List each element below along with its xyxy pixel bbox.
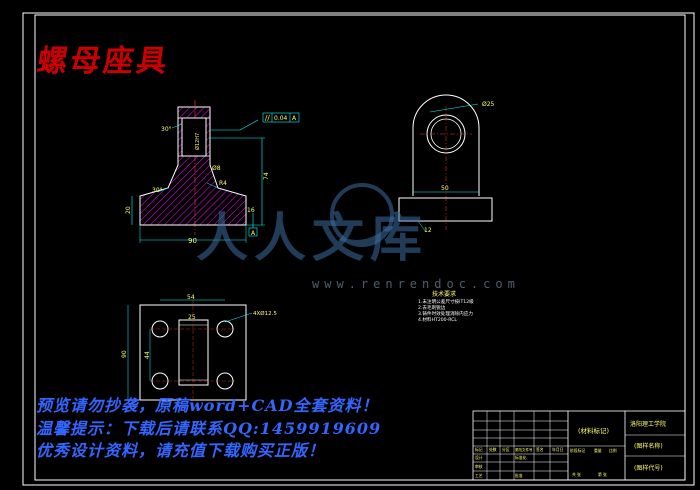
tb-label-4: 签名: [536, 447, 544, 452]
tol-datum: A: [292, 115, 297, 122]
tb-material: (材料标记): [578, 426, 609, 435]
tb-row4-0: 工艺: [475, 473, 483, 478]
tech-notes-title: 技术要求: [432, 291, 457, 298]
dim-side-base-note: 12: [424, 227, 432, 234]
tech-note-3: 3.铸件时效处理消除内应力: [418, 312, 473, 317]
datum-letter: A: [251, 230, 256, 237]
dim-top-height: 90: [121, 350, 128, 358]
tb-label-1: 处数: [489, 447, 497, 452]
tb-part-code: (图样代号): [634, 464, 663, 472]
tech-note-2: 2.去毛刺锐边: [418, 306, 446, 311]
promo-line-3: 优秀设计资料，请充值下载购买正版！: [36, 441, 326, 460]
side-base: [398, 197, 493, 222]
tb-label-0: 标记: [475, 447, 483, 452]
tolerance-frame: // 0.04 A: [262, 112, 300, 123]
tb-row4-2: 共 张: [572, 472, 581, 477]
front-view[interactable]: // 0.04 A A 30° Ø12H7 Ø8 R4 74 30° 20 90…: [125, 100, 300, 245]
dim-top-span: 54: [187, 294, 195, 301]
promo-line-1: 预览请勿抄袭，原稿word+CAD全套资料！: [36, 396, 379, 415]
dim-height: 74: [263, 172, 270, 180]
watermark-url: www.renrendoc.com: [312, 277, 520, 291]
tb-part-name: (图样名称): [634, 442, 663, 450]
outer-border: [22, 12, 695, 486]
dim-fillet: R4: [219, 180, 227, 187]
dim-side-width: 50: [441, 185, 449, 192]
dim-base-note: 16: [247, 207, 255, 214]
dim-top-inner: 44: [144, 351, 151, 359]
promo-line-2: 温馨提示：下载后请联系QQ:1459919609: [36, 419, 382, 438]
tol-symbol: //: [265, 114, 270, 122]
dim-inner-hole: Ø12H7: [194, 133, 201, 150]
tb-row2-1: 标准化: [515, 455, 527, 460]
dim-side-dia: Ø25: [482, 101, 495, 108]
tb-school: 洛阳理工学院: [630, 420, 666, 428]
dim-top-holes: 4XØ12.5: [253, 310, 277, 317]
tech-note-1: 1.未注明公差尺寸按IT12级: [418, 300, 474, 305]
top-slot: [178, 319, 209, 386]
tb-row2-3: 重量: [594, 448, 602, 453]
tb-row3-0: 审核: [475, 464, 483, 469]
watermark-logo: [330, 183, 394, 247]
drawing-title: 螺母座具: [35, 44, 172, 79]
tb-label-5: 年月日: [552, 447, 564, 452]
tb-row4-1: 批准: [515, 473, 523, 478]
tb-label-3: 更改文件号: [515, 447, 533, 452]
dim-base-width: 90: [188, 237, 197, 245]
dim-base-height: 20: [125, 206, 132, 214]
dim-angle-bottom: 30°: [152, 187, 163, 194]
title-block[interactable]: (材料标记) 洛阳理工学院 (图样名称) (图样代号) 标记 处数 分区 更改文…: [472, 410, 686, 481]
tech-notes: 技术要求 1.未注明公差尺寸按IT12级 2.去毛刺锐边 3.铸件时效处理消除内…: [418, 292, 474, 324]
dim-angle-top: 30°: [161, 126, 172, 133]
tech-note-4: 4.材料HT200-RCL: [418, 318, 457, 323]
dim-side-width: Ø8: [212, 165, 221, 172]
tb-row2-0: 设计: [475, 455, 483, 460]
dim-top-slot: 25: [188, 314, 196, 321]
tol-value: 0.04: [274, 115, 288, 122]
tb-row2-4: 比例: [609, 448, 617, 453]
front-bore: [181, 117, 207, 157]
tb-row4-3: 第 张: [598, 472, 607, 477]
top-view[interactable]: 54 25 4XØ12.5 90 44: [121, 294, 277, 408]
inner-border: [34, 14, 686, 481]
side-profile: [412, 94, 480, 196]
tb-row2-2: 阶段标记: [570, 448, 585, 453]
side-view[interactable]: Ø25 50 12: [398, 94, 495, 234]
datum-box: [248, 227, 258, 237]
tb-label-2: 分区: [502, 447, 510, 452]
watermark-logo-text: 人人文库: [196, 208, 429, 269]
